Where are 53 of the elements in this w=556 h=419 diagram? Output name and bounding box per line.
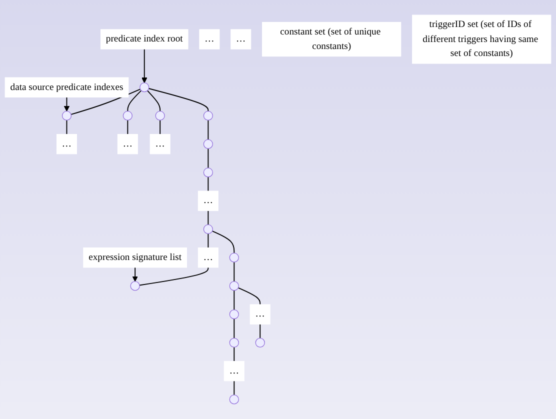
node-box: … <box>224 360 244 382</box>
node-box: … <box>198 190 218 211</box>
connector <box>234 380 235 396</box>
node-box: predicate index root <box>100 29 188 50</box>
node-circle <box>229 338 239 348</box>
connector <box>66 120 68 135</box>
connector <box>70 88 141 115</box>
connector <box>234 262 235 282</box>
connector <box>234 290 235 310</box>
node-circle <box>140 82 150 92</box>
node-box: data source predicate indexes <box>4 77 129 98</box>
connector <box>139 266 209 286</box>
connector <box>127 120 128 135</box>
node-box: constant set (set of unique constants) <box>262 22 402 57</box>
connector <box>234 318 235 339</box>
connector <box>234 346 235 362</box>
connector <box>148 88 209 112</box>
connector <box>208 176 209 192</box>
node-box: … <box>117 134 138 154</box>
connector <box>127 90 142 112</box>
arrow <box>64 96 70 112</box>
node-circle <box>62 110 72 121</box>
node-box: expression signature list <box>83 248 188 268</box>
arrow <box>132 266 138 282</box>
connector <box>212 230 235 254</box>
connector <box>238 287 261 306</box>
node-box: … <box>250 304 270 324</box>
node-circle <box>203 110 213 121</box>
node-circle <box>203 224 213 234</box>
node-circle <box>155 110 165 121</box>
connector <box>208 233 209 248</box>
node-box: … <box>230 29 252 50</box>
node-circle <box>255 338 265 348</box>
node-box: … <box>56 134 77 154</box>
node-circle <box>229 252 239 262</box>
node-circle <box>203 168 213 178</box>
node-circle <box>229 310 239 320</box>
node-box: … <box>198 248 218 268</box>
node-box: … <box>199 29 220 50</box>
connector <box>260 324 261 339</box>
connector <box>208 148 209 168</box>
node-circle <box>122 110 132 121</box>
arrow <box>142 48 148 84</box>
connector <box>208 210 209 226</box>
node-circle <box>130 281 140 291</box>
node-box: triggerID set (set of IDs of different triggers having same set of constants) <box>412 14 552 64</box>
node-box: … <box>150 134 170 154</box>
node-circle <box>229 281 239 291</box>
node-circle <box>203 139 213 149</box>
connector <box>160 120 161 135</box>
node-circle <box>229 394 239 404</box>
connector <box>146 90 161 112</box>
connector <box>208 120 209 140</box>
